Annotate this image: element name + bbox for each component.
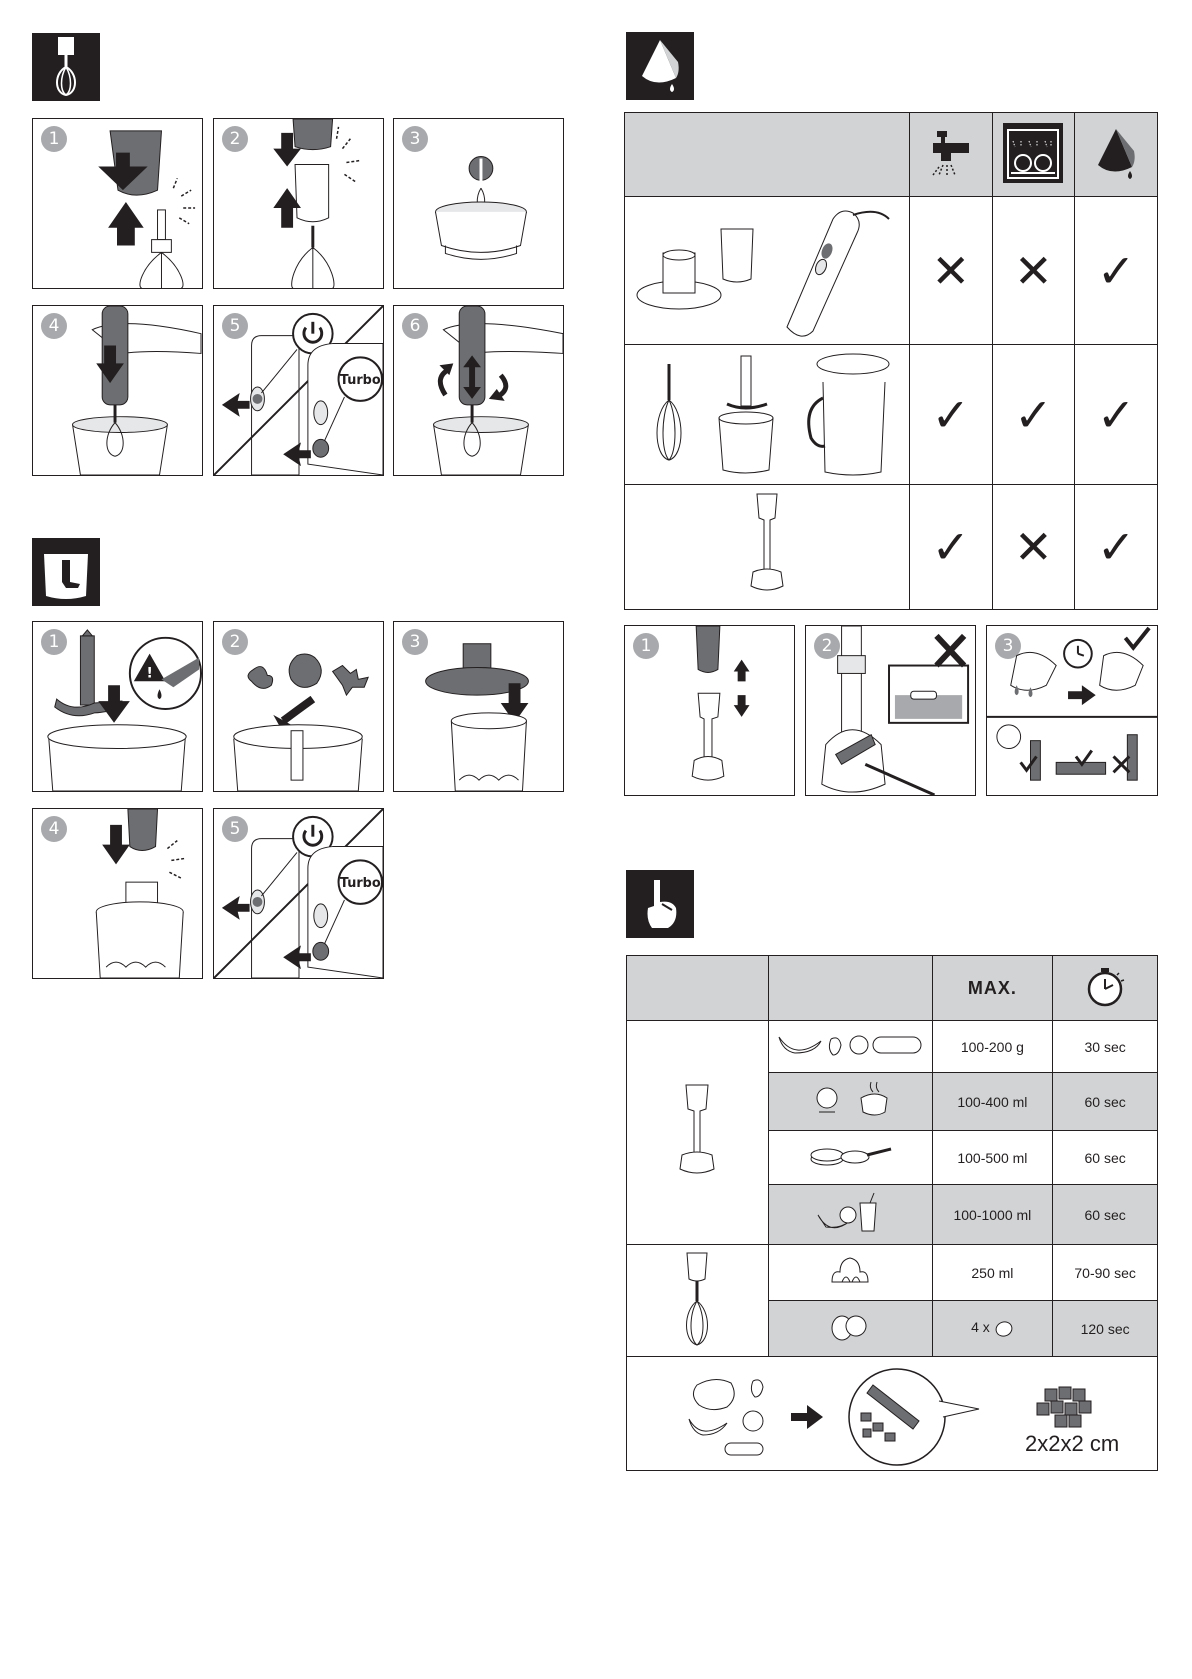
cleaning-row-3-dishwasher: ✕	[992, 485, 1075, 610]
switch-on-illustration: Turbo	[214, 306, 383, 475]
cleaning-row-3-dry: ✓	[1075, 485, 1158, 610]
pancake-pan-icon	[805, 1141, 895, 1171]
usage-food-cream	[768, 1245, 932, 1301]
cleaning-header-dishwasher	[992, 113, 1075, 197]
cube-size-label: 2x2x2 cm	[1025, 1431, 1119, 1457]
info-finger-icon	[626, 870, 694, 938]
usage-food-babyfood-soup	[768, 1073, 932, 1131]
whisk-step-3: 3	[393, 118, 564, 289]
whisk-illustration	[677, 1249, 717, 1349]
whisk-step-2: 2	[213, 118, 384, 289]
usage-max-6: 4 x	[932, 1301, 1053, 1357]
usage-time-3: 60 sec	[1053, 1131, 1158, 1185]
cleaning-section-icon	[626, 32, 694, 100]
chopper-step-3: 3	[393, 621, 564, 792]
cleaning-row-1-dry: ✓	[1075, 197, 1158, 345]
switch-on-illustration: Turbo	[214, 809, 383, 978]
whisk-step-6: 6	[393, 305, 564, 476]
usage-header-tool	[627, 956, 769, 1021]
cleaning-header-blank	[625, 113, 910, 197]
usage-time-2: 60 sec	[1053, 1073, 1158, 1131]
insert-blade-illustration: !	[33, 622, 202, 791]
egg-icon	[994, 1320, 1014, 1338]
baby-soup-icon	[805, 1078, 895, 1122]
whisk-in-beaker-illustration	[394, 119, 563, 288]
cleaning-table: ✕ ✕ ✓ ✓ ✓ ✓	[624, 112, 1158, 610]
whisk-moving-illustration	[394, 306, 563, 475]
cleaning-header-tap	[909, 113, 992, 197]
usage-tool-whisk	[627, 1245, 769, 1357]
cloth-drop-icon	[626, 32, 694, 100]
usage-tool-blender-bar	[627, 1021, 769, 1245]
cleaning-row-2-tap: ✓	[909, 345, 992, 485]
whisk-step-4: 4	[32, 305, 203, 476]
place-lid-illustration	[394, 622, 563, 791]
cleaning-row-3-parts	[625, 485, 910, 610]
whisk-chopper-beaker-illustration	[627, 348, 907, 478]
cleaning-row-1-dishwasher: ✕	[992, 197, 1075, 345]
add-ingredients-illustration	[214, 622, 383, 791]
turbo-label: Turbo	[340, 373, 381, 388]
eggs-icon	[828, 1312, 872, 1342]
chopper-section-icon	[32, 538, 100, 606]
whisk-step-5: 5 Turbo	[213, 305, 384, 476]
attach-motor-illustration	[33, 809, 202, 978]
whisk-icon	[32, 33, 100, 101]
faucet-icon	[923, 125, 979, 181]
cleaning-row-2-dry: ✓	[1075, 345, 1158, 485]
usage-header-food	[768, 956, 932, 1021]
chopper-step-5: 5 Turbo	[213, 808, 384, 979]
motor-unit-lid-beaker-illustration	[627, 199, 907, 339]
usage-food-eggs	[768, 1301, 932, 1357]
usage-max-5: 250 ml	[932, 1245, 1053, 1301]
usage-food-pancake	[768, 1131, 932, 1185]
blender-bar-illustration	[672, 1081, 722, 1181]
detach-blender-bar-illustration	[625, 626, 794, 795]
cleaning-row-1-parts	[625, 197, 910, 345]
cleaning-row-2-dishwasher: ✓	[992, 345, 1075, 485]
usage-max-2: 100-400 ml	[932, 1073, 1053, 1131]
cleaning-row-2-parts	[625, 345, 910, 485]
dishwasher-icon	[1001, 121, 1065, 185]
usage-max-1: 100-200 g	[932, 1021, 1053, 1073]
attach-whisk-illustration	[214, 119, 383, 288]
blender-bar-illustration	[737, 490, 797, 600]
whisk-section-icon	[32, 33, 100, 101]
whisk-step-1: 1	[32, 118, 203, 289]
usage-section-icon	[626, 870, 694, 938]
rinse-blade-illustration	[806, 626, 975, 795]
usage-food-fruit	[768, 1021, 932, 1073]
cleaning-row-3-tap: ✓	[909, 485, 992, 610]
cleaning-step-1: 1	[624, 625, 795, 796]
chopper-step-2: 2	[213, 621, 384, 792]
usage-header-time	[1053, 956, 1158, 1021]
fruit-milkshake-icon	[810, 1191, 890, 1235]
turbo-label: Turbo	[340, 876, 381, 891]
cloth-drop-icon	[1088, 125, 1144, 181]
attach-whisk-illustration	[33, 119, 202, 288]
usage-max-4: 100-1000 ml	[932, 1185, 1053, 1245]
drying-blade-illustration	[987, 626, 1157, 795]
svg-text:!: !	[146, 665, 152, 681]
usage-table: MAX. 100-200 g	[626, 955, 1158, 1471]
chopper-step-1: 1 !	[32, 621, 203, 792]
cleaning-step-2: 2	[805, 625, 976, 796]
usage-time-4: 60 sec	[1053, 1185, 1158, 1245]
whipped-cream-icon	[828, 1254, 872, 1288]
whisk-operating-illustration	[33, 306, 202, 475]
usage-time-5: 70-90 sec	[1053, 1245, 1158, 1301]
chopper-icon	[32, 538, 100, 606]
chopper-step-4: 4	[32, 808, 203, 979]
usage-time-6: 120 sec	[1053, 1301, 1158, 1357]
usage-cut-instructions: 2x2x2 cm	[627, 1357, 1158, 1471]
usage-max-3: 100-500 ml	[932, 1131, 1053, 1185]
cleaning-step-3: 3	[986, 625, 1158, 796]
cleaning-header-dry	[1075, 113, 1158, 197]
usage-food-milkshake	[768, 1185, 932, 1245]
timer-icon	[1083, 965, 1127, 1009]
banana-strawberry-tomato-cucumber-icon	[775, 1027, 925, 1063]
usage-time-1: 30 sec	[1053, 1021, 1158, 1073]
cleaning-row-1-tap: ✕	[909, 197, 992, 345]
usage-header-max: MAX.	[932, 956, 1053, 1021]
